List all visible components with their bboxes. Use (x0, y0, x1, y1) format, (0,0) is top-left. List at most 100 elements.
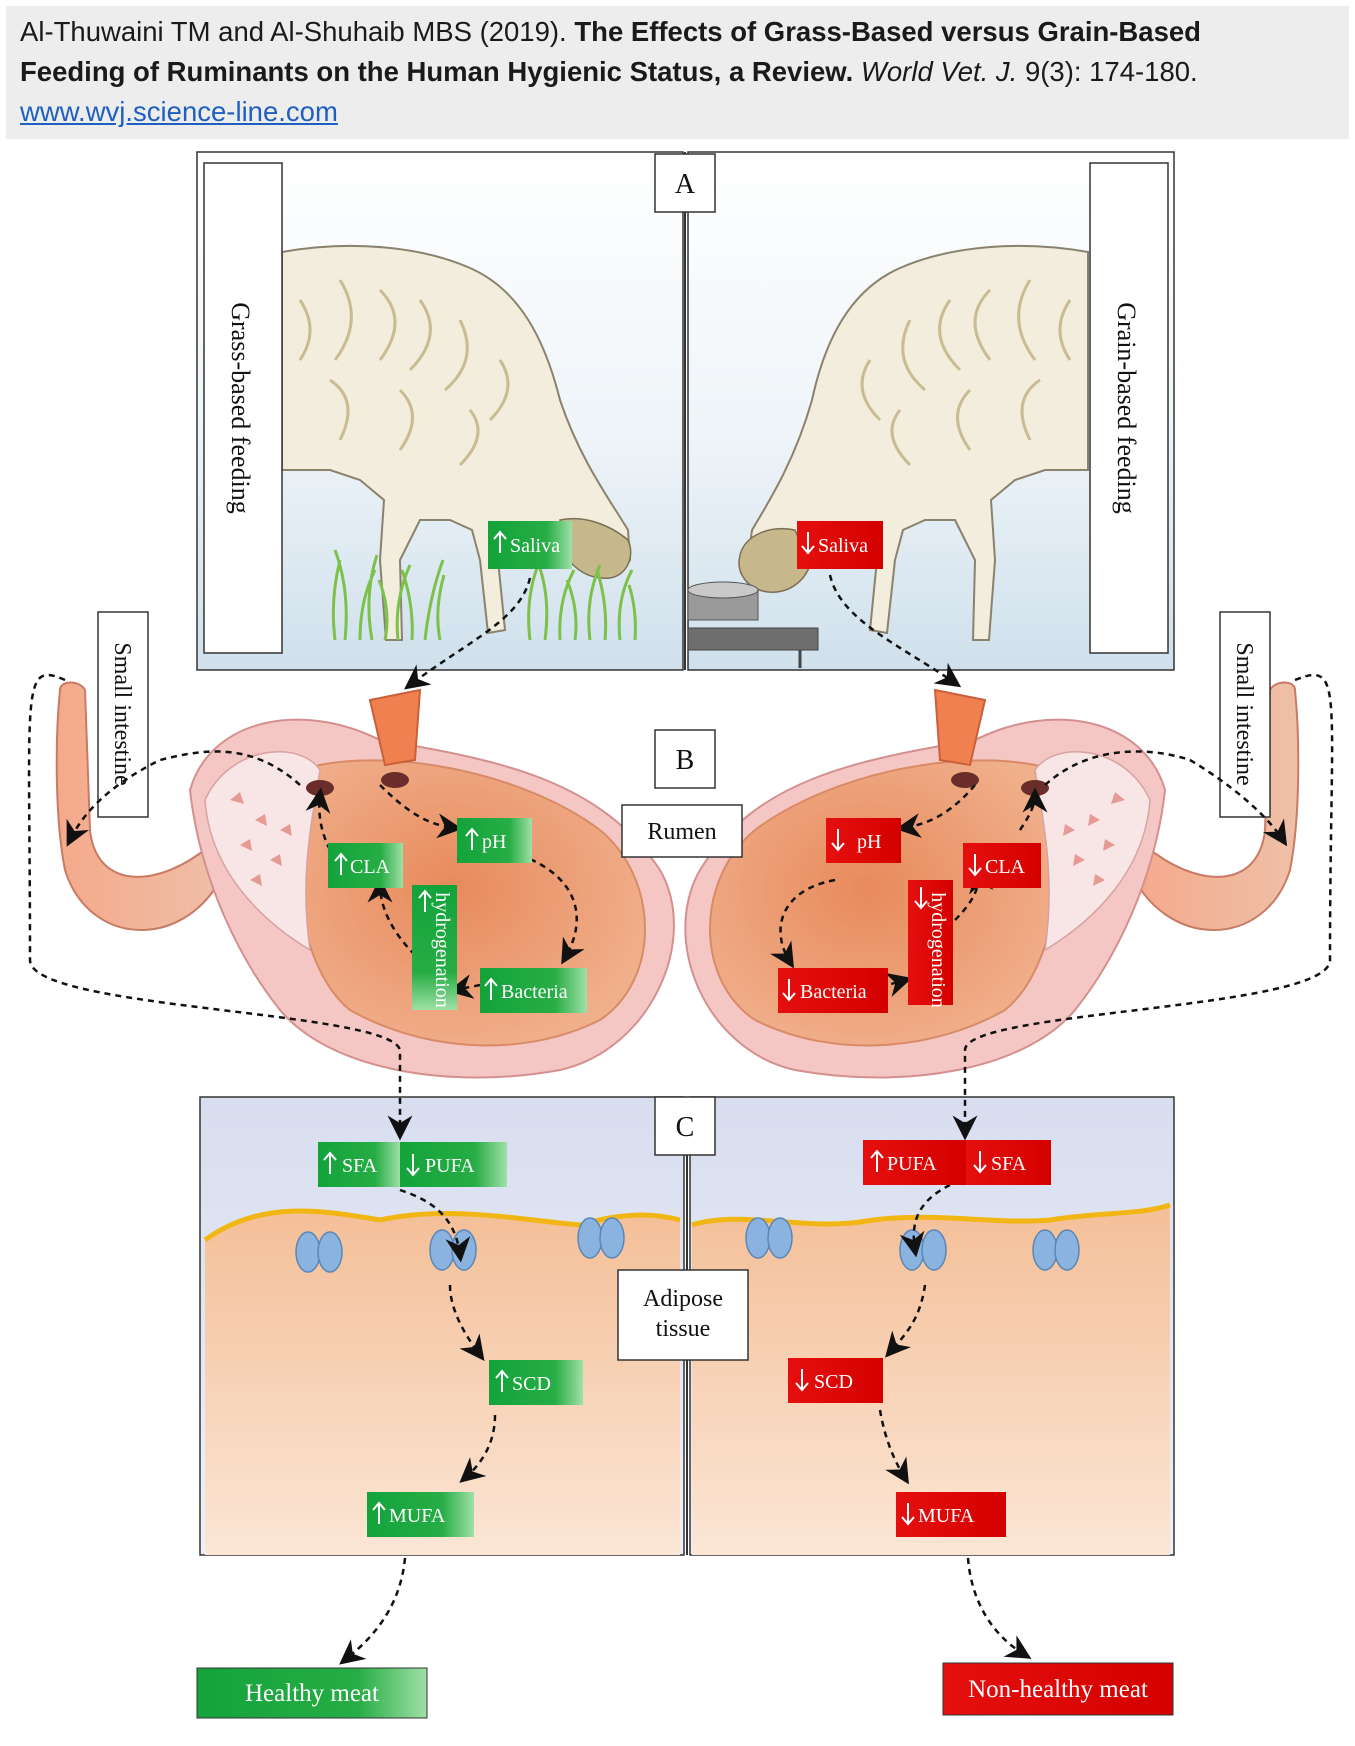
grain-hydrogenation-badge: hydrogenation (908, 880, 953, 1008)
grass-pufa-badge: PUFA (400, 1142, 507, 1187)
reticulum-right (1034, 751, 1151, 952)
grass-sfa-badge: SFA (318, 1142, 400, 1187)
down-arrow-icon (968, 854, 982, 877)
citation-title-2: Feeding of Ruminants on the Human Hygien… (20, 56, 854, 87)
grass-ph-badge: pH (457, 818, 532, 863)
up-arrow-icon (334, 852, 348, 875)
grain-label-box (1089, 162, 1169, 654)
cell-membrane-right (691, 1202, 1171, 1228)
grain-scd-badge: SCD (788, 1358, 883, 1403)
citation-line-2: Feeding of Ruminants on the Human Hygien… (20, 56, 1198, 88)
reticulum-folds-right (1063, 792, 1125, 886)
healthy-meat-label: Healthy meat (245, 1680, 379, 1707)
grass-pufa-label: PUFA (425, 1155, 475, 1177)
panel-b: B Rumen Small intestine Small intestine (55, 611, 1300, 1079)
down-arrow-icon (801, 532, 815, 555)
grass-cla-label: CLA (350, 856, 391, 878)
adipose-label-1: Adipose (643, 1286, 723, 1312)
grain-saliva-label: Saliva (818, 535, 868, 557)
rumen-label: Rumen (647, 819, 716, 845)
up-arrow-icon (484, 977, 498, 1000)
rumen-label-box (621, 804, 743, 858)
down-arrow-icon (782, 979, 796, 1002)
down-arrow-icon (901, 1503, 915, 1526)
small-intestine-right-box (1219, 611, 1271, 818)
citation-header: Al-Thuwaini TM and Al-Shuhaib MBS (2019)… (6, 6, 1349, 139)
grass-bacteria-label: Bacteria (501, 981, 568, 1003)
down-arrow-icon (914, 887, 928, 910)
up-arrow-icon (495, 1369, 509, 1392)
down-arrow-icon (795, 1369, 809, 1392)
healthy-meat-box: Healthy meat (196, 1667, 428, 1719)
grain-cla-label: CLA (985, 856, 1026, 878)
grass-hydrogenation-label: hydrogenation (431, 892, 453, 1008)
citation-title-1: The Effects of Grass-Based versus Grain-… (574, 16, 1201, 47)
cardia-right (951, 772, 979, 788)
cardia-left (381, 772, 409, 788)
grain-feeding-label: Grain-based feeding (1112, 302, 1141, 514)
grass-saliva-badge: Saliva (488, 521, 572, 569)
panel-a-label: A (675, 169, 696, 200)
down-arrow-icon (831, 829, 845, 852)
cell-membrane-left (203, 1208, 681, 1243)
non-healthy-meat-box: Non-healthy meat (942, 1662, 1174, 1716)
grass-scd-badge: SCD (489, 1360, 583, 1405)
feed-bowl-icon (687, 581, 819, 668)
omasum-opening-left (306, 780, 334, 796)
panel-c: C Adipose tissue (199, 1096, 1175, 1556)
grain-mufa-label: MUFA (918, 1505, 975, 1527)
citation-line-3: www.wvj.science-line.com (20, 96, 338, 128)
grass-mufa-badge: MUFA (367, 1492, 474, 1537)
grass-sfa-label: SFA (342, 1155, 378, 1177)
grass-saliva-label: Saliva (510, 535, 560, 557)
up-arrow-icon (870, 1149, 884, 1172)
citation-link[interactable]: www.wvj.science-line.com (20, 96, 338, 127)
grass-bacteria-badge: Bacteria (480, 968, 587, 1013)
panel-a: Grass-based feeding Grain-based feeding … (196, 151, 1175, 671)
esophagus-left (368, 688, 422, 767)
grain-hydrogenation-label: hydrogenation (927, 892, 949, 1008)
membrane-channel-icon (295, 1217, 1080, 1273)
grass-cla-badge: CLA (328, 843, 403, 888)
grass-scd-label: SCD (512, 1373, 551, 1395)
grass-ph-label: pH (482, 831, 506, 853)
reticulum-folds-left (230, 792, 292, 886)
omasum-opening-right (1021, 780, 1049, 796)
non-healthy-meat-label: Non-healthy meat (968, 1676, 1148, 1703)
grain-sfa-badge: SFA (966, 1140, 1051, 1185)
grain-saliva-badge: Saliva (797, 521, 883, 569)
citation-volume: 9(3): 174-180. (1024, 56, 1198, 87)
grain-bacteria-label: Bacteria (800, 981, 867, 1003)
small-intestine-left (55, 681, 227, 931)
reticulum-left (204, 751, 321, 952)
grain-pufa-label: PUFA (887, 1153, 937, 1175)
panel-a-label-box (654, 153, 716, 213)
up-arrow-icon (372, 1501, 386, 1524)
panel-c-label: C (676, 1112, 695, 1143)
grass-feeding-label: Grass-based feeding (226, 302, 255, 514)
small-intestine-right-label: Small intestine (1231, 642, 1257, 785)
adipose-tissue-left (205, 1211, 680, 1555)
grass-hydrogenation-badge: hydrogenation (412, 885, 457, 1010)
citation-journal: World Vet. J. (860, 56, 1018, 87)
citation-line-1: Al-Thuwaini TM and Al-Shuhaib MBS (2019)… (20, 16, 1201, 48)
grain-scd-label: SCD (814, 1371, 853, 1393)
grass-mufa-label: MUFA (389, 1505, 446, 1527)
grain-cla-badge: CLA (963, 843, 1041, 888)
adipose-tissue-right (692, 1205, 1170, 1555)
adipose-label-box (617, 1269, 749, 1361)
grass-markers: Saliva pH CLA hydrogenation Bacteria SFA (318, 521, 587, 1537)
esophagus-right (933, 688, 987, 767)
up-arrow-icon (465, 827, 479, 850)
adipose-label-2: tissue (656, 1316, 711, 1342)
grain-sfa-label: SFA (991, 1153, 1027, 1175)
grain-pufa-badge: PUFA (863, 1140, 966, 1185)
grain-ph-badge: pH (826, 818, 901, 863)
up-arrow-icon (418, 889, 432, 912)
grain-markers: Saliva pH CLA hydrogenation Bacteria PUF… (778, 521, 1051, 1537)
grain-ph-label: pH (857, 831, 881, 853)
grass-label-box (203, 162, 283, 654)
grain-mufa-badge: MUFA (896, 1492, 1006, 1537)
panel-b-label-box (654, 729, 716, 789)
